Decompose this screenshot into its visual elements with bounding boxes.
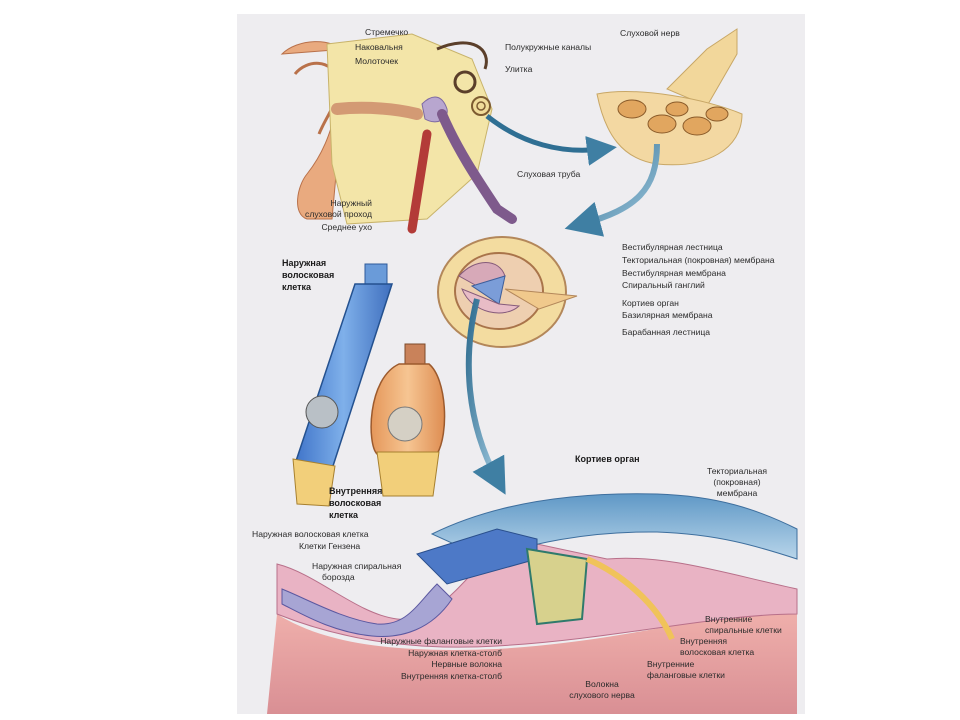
- auditory-nerve-drawing: [596, 28, 743, 166]
- inner-spiral-cells-label-2: спиральные клетки: [705, 625, 782, 635]
- arrow-to-auditory-nerve: [485, 114, 617, 166]
- outer-hair-cell-title-3: клетка: [282, 282, 312, 292]
- outer-phalangeal-label: Наружные фаланговые клетки: [380, 636, 502, 646]
- outer-spiral-sulcus-label-1: Наружная спиральная: [312, 561, 402, 571]
- arrow-to-corti-organ: [465, 298, 506, 495]
- stirrup-label: Стремечко: [365, 27, 409, 37]
- auditory-nerve-fibers-label-1: Волокна: [585, 679, 619, 689]
- hammer-label: Молоточек: [355, 56, 398, 66]
- auditory-nerve-label: Слуховой нерв: [620, 28, 680, 38]
- inner-hair-cell-detail-label-2: волосковая клетка: [680, 647, 755, 657]
- anvil-label: Наковальня: [355, 42, 403, 52]
- outer-hair-cell-title-2: волосковая: [282, 270, 335, 280]
- ear-overview-drawing: [280, 33, 517, 234]
- inner-pillar-label: Внутренняя клетка-столб: [400, 671, 502, 681]
- semicircular-canals-label: Полукружные каналы: [505, 42, 592, 52]
- organ-of-corti-label: Кортиев орган: [622, 298, 679, 308]
- external-canal-label-2: слуховой проход: [305, 209, 372, 219]
- inner-phalangeal-label-1: Внутренние: [647, 659, 695, 669]
- illustration-sheet: Стремечко Наковальня Молоточек Полукружн…: [237, 14, 805, 714]
- middle-ear-label: Среднее ухо: [321, 222, 372, 232]
- inner-hair-cell-title-3: клетка: [329, 510, 359, 520]
- inner-hair-cell-detail-label-1: Внутренняя: [680, 636, 728, 646]
- vestibular-scala-label: Вестибулярная лестница: [622, 242, 723, 252]
- outer-hair-cell-detail-label: Наружная волосковая клетка: [252, 529, 369, 539]
- inner-hair-cell-drawing: [370, 343, 446, 497]
- tympanic-scala-label: Барабанная лестница: [622, 327, 711, 337]
- eustachian-tube-label: Слуховая труба: [517, 169, 581, 179]
- outer-hair-cell-title-1: Наружная: [282, 258, 327, 268]
- inner-spiral-cells-label-1: Внутренние: [705, 614, 753, 624]
- arrow-to-cochlea-section: [564, 143, 660, 237]
- tectorial-membrane-label: Текториальная (покровная) мембрана: [622, 255, 775, 265]
- outer-hair-cell-drawing: [292, 263, 394, 507]
- tectorial-detail-label-2: (покровная): [713, 477, 761, 487]
- inner-hair-cell-title-1: Внутренняя: [329, 486, 383, 496]
- tectorial-detail-label-3: мембрана: [716, 488, 758, 498]
- cochlea-section-drawing: [437, 236, 578, 348]
- outer-spiral-sulcus-label-2: борозда: [322, 572, 355, 582]
- hensen-cells-label: Клетки Гензена: [299, 541, 361, 551]
- basilar-membrane-label: Базилярная мембрана: [622, 310, 713, 320]
- inner-hair-cell-title-2: волосковая: [329, 498, 382, 508]
- cochlea-label: Улитка: [505, 64, 533, 74]
- vestibular-membrane-label: Вестибулярная мембрана: [622, 268, 726, 278]
- nerve-fibers-label: Нервные волокна: [431, 659, 502, 669]
- inner-phalangeal-label-2: фаланговые клетки: [647, 670, 725, 680]
- spiral-ganglion-label: Спиральный ганглий: [622, 280, 705, 290]
- tectorial-detail-label-1: Текториальная: [706, 466, 768, 476]
- auditory-nerve-fibers-label-2: слухового нерва: [569, 690, 635, 700]
- outer-pillar-label: Наружная клетка-столб: [408, 648, 502, 658]
- anatomy-artwork: [267, 28, 798, 714]
- corti-organ-drawing: [267, 493, 798, 714]
- external-canal-label-1: Наружный: [330, 198, 372, 208]
- corti-organ-title: Кортиев орган: [575, 454, 640, 464]
